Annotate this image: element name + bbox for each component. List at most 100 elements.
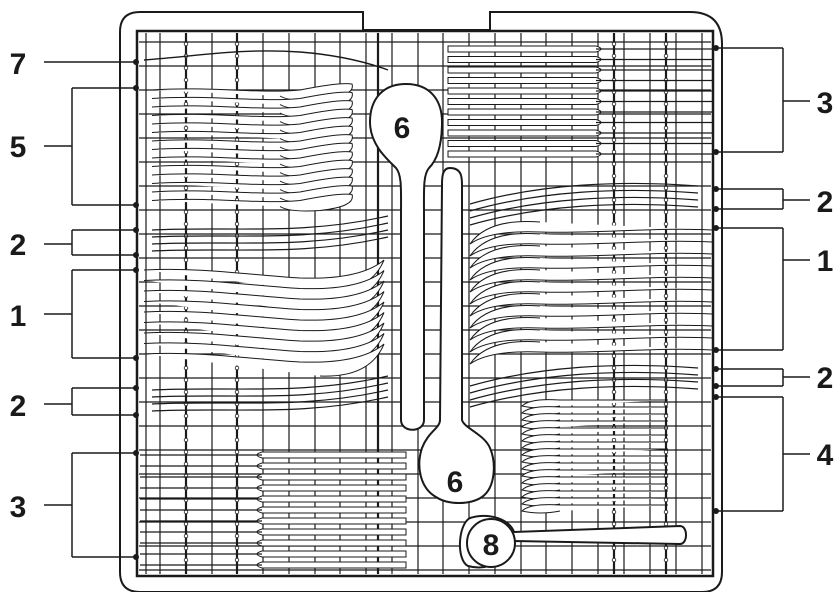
- rail-bead: [663, 149, 669, 155]
- rail-bead: [234, 461, 240, 467]
- callout-8: 8: [483, 529, 500, 562]
- rail-bead: [183, 425, 189, 431]
- rail-bead: [611, 65, 617, 71]
- rail-bead: [183, 257, 189, 263]
- knife: [256, 561, 407, 569]
- rail-bead: [234, 521, 240, 527]
- spoon: [469, 280, 713, 305]
- rail-bead: [234, 389, 240, 395]
- knife: [256, 506, 407, 514]
- spoon: [469, 304, 713, 329]
- rail-bead: [663, 389, 669, 395]
- knife: [256, 517, 407, 525]
- knife: [447, 77, 602, 84]
- rail-bead: [663, 53, 669, 59]
- fork: [469, 371, 699, 394]
- knife: [447, 150, 602, 158]
- cutlery-items: [140, 45, 713, 569]
- spoon: [469, 232, 713, 257]
- rail-bead: [234, 449, 240, 455]
- callout-dot: [713, 206, 719, 212]
- rail-bead: [611, 209, 617, 215]
- rail-bead: [234, 53, 240, 59]
- rail-bead: [663, 557, 669, 563]
- rail-bead: [663, 221, 669, 227]
- knife: [447, 87, 602, 95]
- callout-dot: [133, 267, 139, 273]
- knife: [256, 484, 407, 492]
- spoon: [469, 268, 713, 293]
- fork: [151, 396, 389, 412]
- label-right-2-lower: 2: [817, 362, 834, 395]
- rail-bead: [611, 113, 617, 119]
- rail-bead: [663, 293, 669, 299]
- rail-bead: [183, 521, 189, 527]
- rail-bead: [611, 293, 617, 299]
- rail-bead: [611, 233, 617, 239]
- fork: [469, 378, 699, 401]
- rail-bead: [183, 245, 189, 251]
- rail-bead: [234, 533, 240, 539]
- knife: [256, 550, 407, 558]
- fork: [151, 375, 389, 391]
- rail-bead: [234, 221, 240, 227]
- callout-dot: [133, 59, 139, 65]
- rail-bead: [234, 437, 240, 443]
- rail-bead: [663, 41, 669, 47]
- fork: [469, 203, 699, 226]
- rail-bead: [663, 401, 669, 407]
- rail-bead: [663, 245, 669, 251]
- rail-bead: [183, 437, 189, 443]
- rail-bead: [611, 197, 617, 203]
- rail-bead: [183, 185, 189, 191]
- tray-inner-border: [135, 29, 715, 578]
- rail-bead: [234, 161, 240, 167]
- label-right-3: 3: [817, 87, 834, 120]
- fork: [469, 196, 699, 219]
- knife: [447, 140, 602, 147]
- callout-dot: [133, 85, 139, 91]
- rail-bead: [611, 437, 617, 443]
- rail-bead: [663, 497, 669, 503]
- rail-bead: [234, 245, 240, 251]
- rail-bead: [611, 269, 617, 275]
- rail-bead: [611, 41, 617, 47]
- fork: [151, 215, 389, 231]
- rail-bead: [611, 521, 617, 527]
- rail-bead: [611, 245, 617, 251]
- rail-bead: [234, 545, 240, 551]
- callout-dot: [713, 45, 719, 51]
- callout-dot: [713, 508, 719, 514]
- teaspoon: [151, 193, 353, 212]
- rail-bead: [663, 185, 669, 191]
- callout-6-upper: 6: [394, 112, 411, 145]
- rail-bead: [663, 209, 669, 215]
- rail-bead: [183, 209, 189, 215]
- rail-bead: [663, 161, 669, 167]
- rail-bead: [663, 317, 669, 323]
- rail-bead: [611, 557, 617, 563]
- rail-bead: [183, 65, 189, 71]
- rail-bead: [611, 281, 617, 287]
- rail-bead: [663, 101, 669, 107]
- knife: [447, 119, 602, 126]
- rail-bead: [183, 389, 189, 395]
- fork: [469, 189, 699, 212]
- rail-bead: [183, 101, 189, 107]
- rail-bead: [611, 221, 617, 227]
- rail-bead: [663, 449, 669, 455]
- knife: [256, 473, 407, 481]
- callout-6-lower: 6: [447, 466, 464, 499]
- callout-dot: [133, 385, 139, 391]
- rail-bead: [234, 257, 240, 263]
- cake-server: 8: [459, 514, 687, 569]
- fork: [151, 222, 389, 238]
- label-left-2-upper: 2: [10, 229, 27, 262]
- rail-bead: [183, 317, 189, 323]
- label-left-1: 1: [10, 300, 27, 333]
- knife: [256, 528, 407, 536]
- label-left-2-lower: 2: [10, 390, 27, 423]
- rail-bead: [183, 41, 189, 47]
- callout-dot: [713, 366, 719, 372]
